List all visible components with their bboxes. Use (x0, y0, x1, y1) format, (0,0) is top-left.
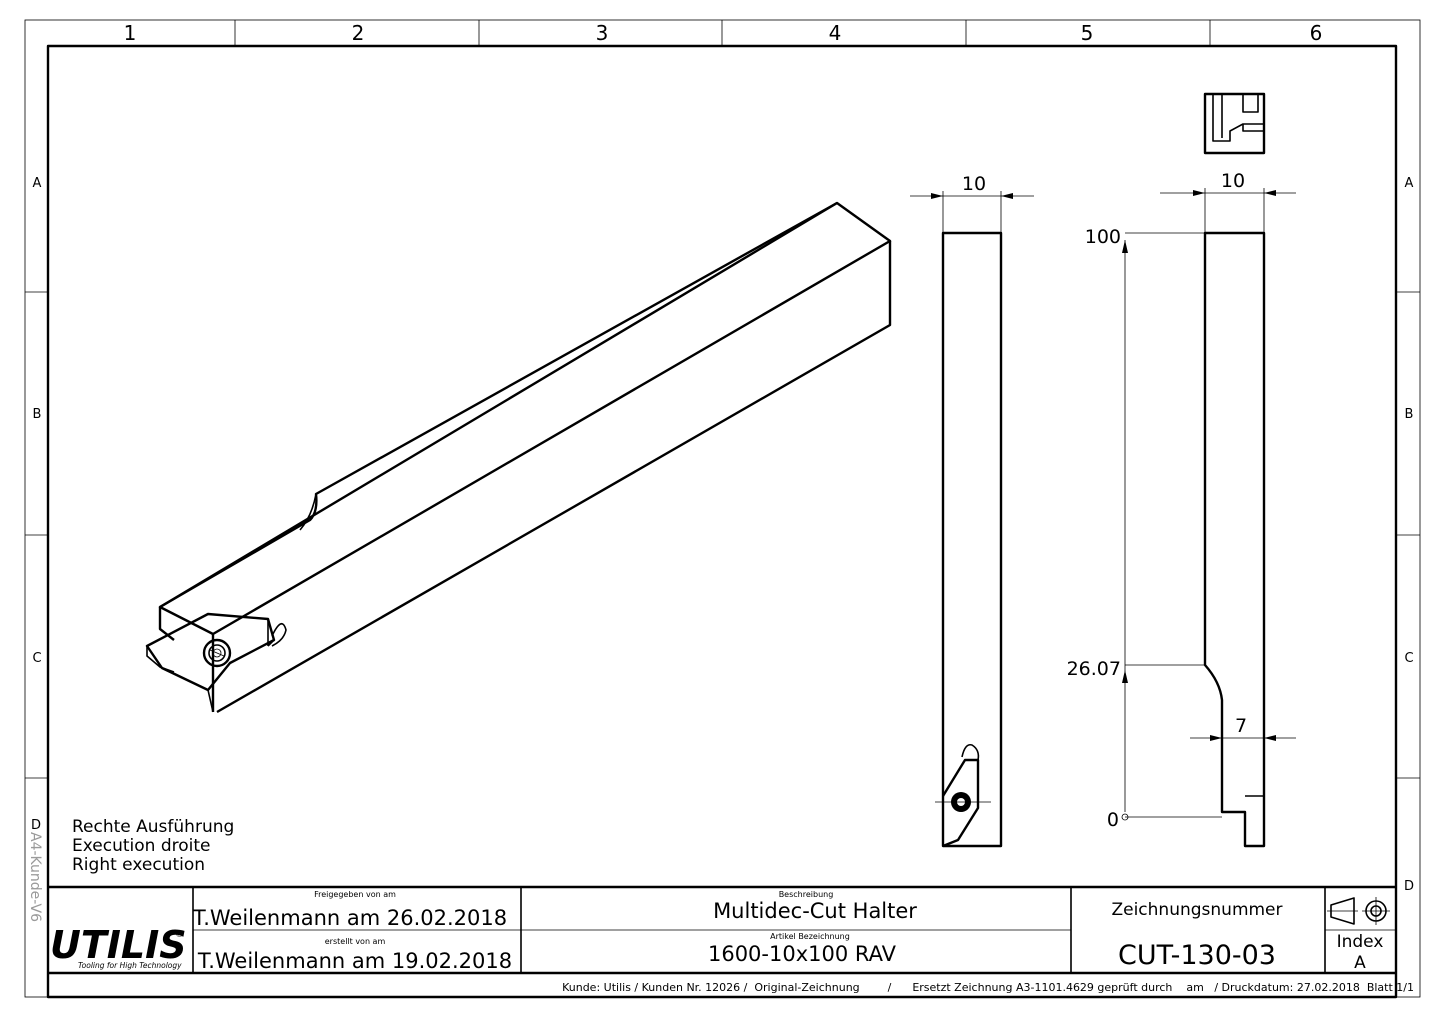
note-line: Right execution (72, 855, 205, 875)
footer-line: Kunde: Utilis / Kunden Nr. 12026 / Origi… (562, 981, 1414, 994)
title-block: UTILIS ® Tooling for High Technology Fre… (48, 885, 1396, 975)
sheet-format-label: A4-Kunde-V6 (27, 832, 43, 922)
logo-tagline: Tooling for High Technology (78, 961, 182, 970)
note-line: Execution droite (72, 836, 210, 856)
note-line: Rechte Ausführung (72, 817, 234, 837)
dimension-height-26: 26.07 (1067, 658, 1121, 680)
row-label-left: A (33, 176, 42, 191)
column-label: 1 (124, 21, 137, 45)
company-logo: UTILIS (50, 923, 187, 967)
column-label: 4 (829, 21, 842, 45)
drawing-number-caption: Zeichnungsnummer (1111, 900, 1282, 920)
column-labels: 1 2 3 4 5 6 (124, 21, 1323, 45)
row-label-left: B (33, 407, 42, 422)
sheet-frame (24, 19, 1421, 999)
side-view: 10 100 26.07 0 7 (1067, 170, 1296, 848)
column-label: 6 (1310, 21, 1323, 45)
row-label-right: A (1405, 176, 1414, 191)
dimension-height-100: 100 (1085, 226, 1121, 248)
created-value: T.Weilenmann am 19.02.2018 (197, 949, 512, 973)
description-caption: Beschreibung (779, 890, 834, 899)
drawing-number: CUT-130-03 (1118, 940, 1276, 971)
description-value: Multidec-Cut Halter (713, 899, 917, 923)
front-view: 10 (910, 173, 1034, 848)
dimension-height-0: 0 (1107, 809, 1119, 831)
dimension-front-width: 10 (962, 173, 986, 195)
registered-mark: ® (175, 930, 184, 940)
released-caption: Freigegeben von am (314, 890, 396, 899)
column-label: 5 (1081, 21, 1094, 45)
article-value: 1600-10x100 RAV (708, 942, 897, 966)
created-caption: erstellt von am (325, 937, 386, 946)
execution-note: Rechte Ausführung Execution droite Right… (72, 817, 234, 875)
column-label: 2 (352, 21, 365, 45)
projection-symbol-icon (1327, 897, 1390, 925)
column-label: 3 (596, 21, 609, 45)
row-label-right: B (1405, 407, 1414, 422)
end-view (1203, 92, 1266, 155)
dimension-neck-width: 7 (1235, 715, 1247, 737)
row-label-right: D (1404, 879, 1414, 894)
index-caption: Index (1337, 932, 1384, 952)
isometric-view (145, 201, 892, 714)
index-value: A (1354, 953, 1366, 973)
row-label-left: D (31, 818, 41, 833)
article-caption: Artikel Bezeichnung (770, 932, 850, 941)
released-value: T.Weilenmann am 26.02.2018 (192, 906, 507, 930)
row-label-left: C (32, 651, 41, 666)
row-labels: A B C D A B C D A4-Kunde-V6 (27, 176, 1414, 922)
row-label-right: C (1404, 651, 1413, 666)
dimension-side-width: 10 (1221, 170, 1245, 192)
